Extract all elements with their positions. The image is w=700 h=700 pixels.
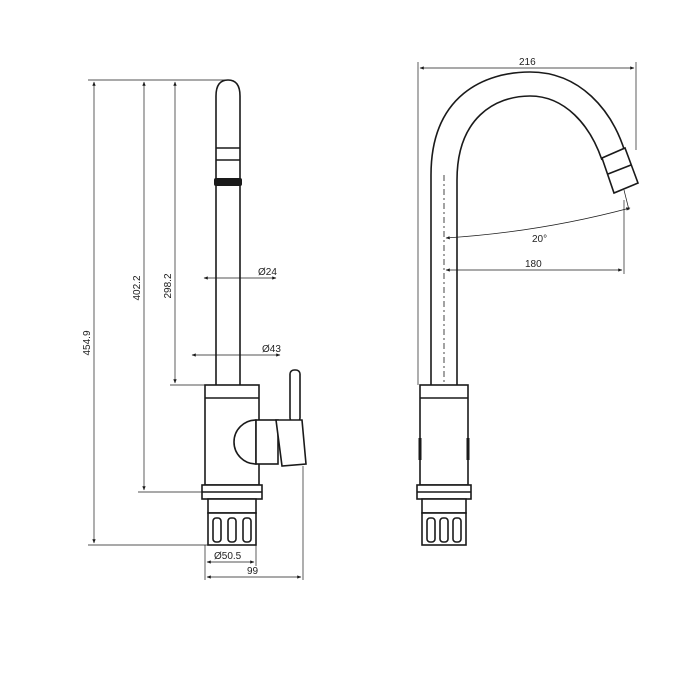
- side-spout-outer: [430, 71, 626, 385]
- dim-height-to-base: 402.2: [132, 275, 143, 300]
- aerator: [214, 178, 242, 186]
- dim-base-diameter: Ø50.5: [214, 551, 242, 562]
- front-spout: [215, 79, 241, 385]
- dim-spout-height: 298.2: [163, 273, 174, 298]
- side-spout-tip: [601, 146, 640, 195]
- side-view: 216 20° 180: [416, 57, 640, 546]
- cartridge-bulge: [233, 419, 257, 465]
- dim-reach: 180: [525, 259, 542, 270]
- side-body: [419, 384, 469, 486]
- dim-spout-diameter: Ø24: [258, 267, 277, 278]
- shank-nut: [207, 512, 257, 546]
- side-spout-inner: [456, 95, 603, 385]
- dim-swivel-angle: 20°: [532, 234, 547, 245]
- dim-depth: 99: [247, 566, 259, 577]
- lever-base: [275, 419, 307, 467]
- dim-total-height: 454.9: [82, 330, 93, 355]
- dim-body-diameter: Ø43: [262, 344, 281, 355]
- lever-handle: [289, 369, 301, 423]
- dim-reach-total: 216: [519, 57, 536, 68]
- side-shank-nut: [421, 512, 467, 546]
- front-view: 454.9 402.2 298.2 Ø24 Ø43 Ø50.5 99: [82, 79, 307, 580]
